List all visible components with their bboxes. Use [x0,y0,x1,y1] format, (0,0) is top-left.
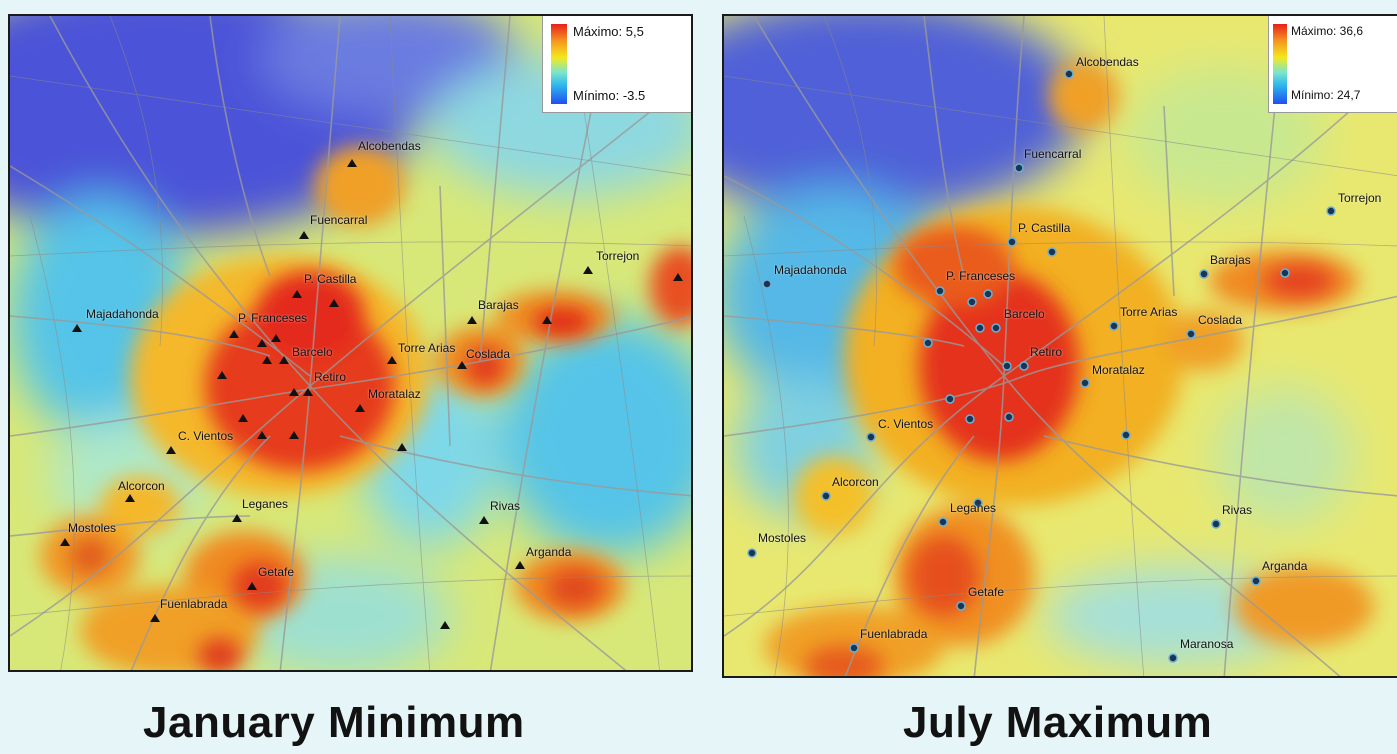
place-label: C. Vientos [878,417,934,431]
place-label: C. Vientos [178,429,234,443]
place-label: Barajas [478,298,519,312]
july-map-panel: Máximo: 36,6 Mínimo: 24,7 Alcobendas Fue… [722,14,1397,678]
station-markers [747,69,1336,663]
place-label: Fuencarral [310,213,368,227]
place-label: Fuenlabrada [860,627,928,641]
station-markers [60,159,683,629]
legend-max-label: Máximo: 5,5 [573,24,644,39]
place-label: Mostoles [758,531,807,545]
place-label: Alcobendas [1076,55,1139,69]
place-label: Coslada [466,347,511,361]
place-label: Alcobendas [358,139,421,153]
place-label: Arganda [526,545,572,559]
place-label: Maranosa [1180,637,1234,651]
legend-min-label: Mínimo: 24,7 [1291,88,1361,102]
place-label: Leganes [950,501,997,515]
place-label: Majadahonda [86,307,159,321]
january-heatmap [10,16,691,670]
place-label: Barcelo [1004,307,1045,321]
place-label: Majadahonda [774,263,847,277]
place-label: Coslada [1198,313,1243,327]
january-caption: January Minimum [143,698,525,747]
place-label: Moratalaz [368,387,421,401]
place-label: Rivas [1222,503,1253,517]
place-label: Torre Arias [1120,305,1178,319]
place-label: Fuenlabrada [160,597,228,611]
july-heatmap [724,16,1397,676]
color-ramp [551,24,567,104]
place-label: Getafe [968,585,1005,599]
place-label: Barajas [1210,253,1251,267]
place-label: Rivas [490,499,521,513]
january-map-panel: Máximo: 5,5 Mínimo: -3.5 Alcobendas Fuen… [8,14,693,672]
july-legend: Máximo: 36,6 Mínimo: 24,7 [1268,16,1397,113]
place-label: Alcorcon [832,475,879,489]
color-ramp [1273,24,1287,104]
legend-min-label: Mínimo: -3.5 [573,88,646,103]
place-label: Fuencarral [1024,147,1082,161]
place-label: Getafe [258,565,295,579]
place-label: P. Franceses [238,311,308,325]
place-label: Torrejon [1338,191,1382,205]
place-label: P. Castilla [304,272,357,286]
january-legend: Máximo: 5,5 Mínimo: -3.5 [542,16,691,113]
place-label: P. Castilla [1018,221,1071,235]
legend-max-label: Máximo: 36,6 [1291,24,1364,38]
place-label: Mostoles [68,521,117,535]
place-label: Retiro [1030,345,1063,359]
place-label: Torrejon [596,249,640,263]
place-label: Torre Arias [398,341,456,355]
july-caption: July Maximum [903,698,1213,747]
place-label: Retiro [314,370,347,384]
place-label: Arganda [1262,559,1308,573]
place-label: Alcorcon [118,479,165,493]
place-label: Leganes [242,497,289,511]
place-label: P. Franceses [946,269,1016,283]
place-label: Moratalaz [1092,363,1145,377]
place-label: Barcelo [292,345,333,359]
